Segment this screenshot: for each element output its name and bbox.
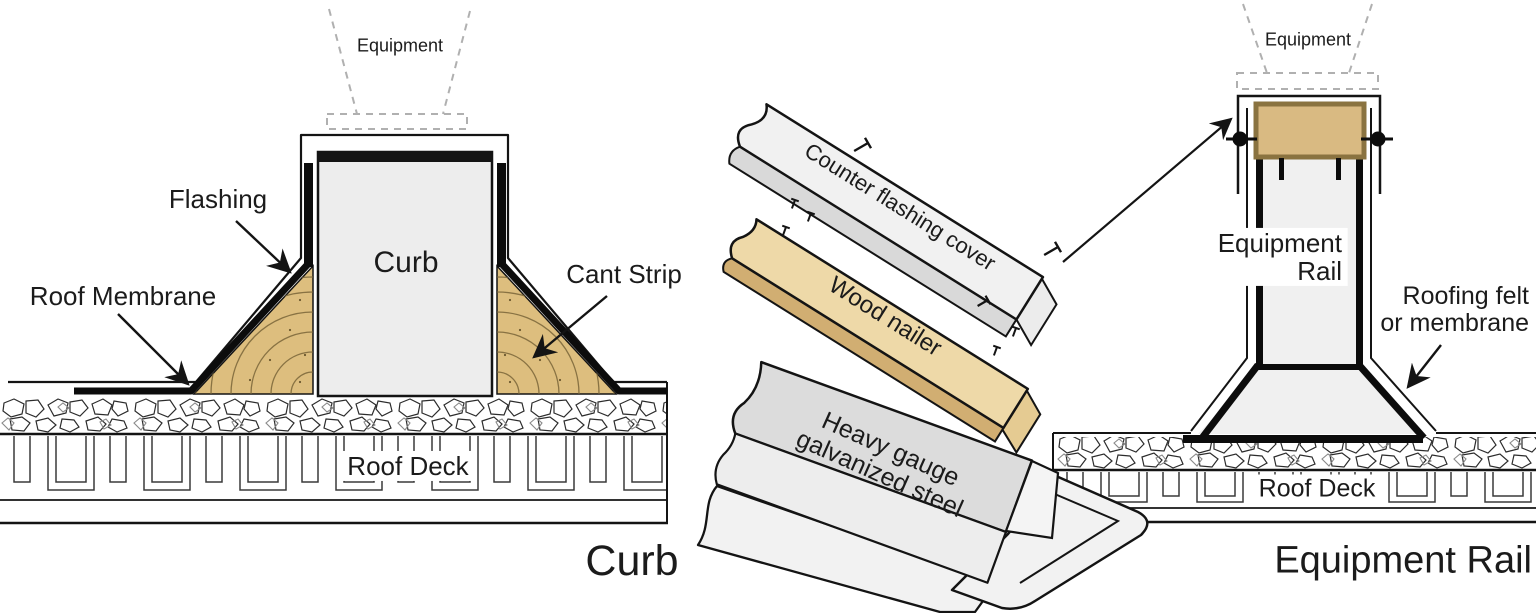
- rail-layers-detail: [696, 103, 1149, 613]
- flashing-label: Flashing: [168, 183, 268, 214]
- flashing-membrane-left: [74, 163, 667, 395]
- heavy-gauge-steel: [696, 360, 1149, 613]
- curb-diagram-title: Curb: [585, 536, 679, 585]
- equipment-label-right: Equipment: [1264, 29, 1352, 50]
- wood-nailer-bar: [722, 218, 1042, 455]
- curb-label: Curb: [373, 245, 439, 279]
- curb-diagram: [0, 8, 668, 525]
- roofing-felt-label-line2: or membrane: [1380, 309, 1529, 337]
- roof-deck-label-right: Roof Deck: [1252, 474, 1382, 504]
- rail-wood-nailer: [1253, 101, 1367, 160]
- roof-deck-label-left: Roof Deck: [341, 450, 475, 482]
- equipment-rail-label: Equipment Rail: [1211, 227, 1348, 287]
- counter-flashing-cover-bar: [728, 103, 1058, 348]
- equipment-rail-label-line1: Equipment: [1217, 227, 1342, 258]
- roof-membrane-label: Roof Membrane: [29, 280, 217, 311]
- equipment-rail-structure: [1183, 94, 1437, 443]
- equipment-dashed-outline-right: [1236, 3, 1379, 90]
- equipment-dashed-outline-left: [326, 8, 471, 130]
- cant-strip-label: Cant Strip: [566, 258, 682, 289]
- gravel-layer-left: [0, 397, 668, 433]
- roof-deck-left: [0, 382, 668, 525]
- curb-body: [316, 150, 494, 398]
- rail-bolts: [1226, 131, 1393, 180]
- roofing-felt-label-line1: Roofing felt: [1402, 282, 1529, 310]
- fastener-marks: [781, 137, 1063, 356]
- rail-label-arrows: [1062, 117, 1442, 389]
- equipment-rail-diagram-title: Equipment Rail: [1274, 539, 1532, 582]
- curb-label-arrows: [117, 220, 608, 386]
- equipment-label-left: Equipment: [356, 35, 444, 56]
- roofing-felt-label: Roofing felt or membrane: [1380, 283, 1529, 337]
- equipment-rail-label-line2: Rail: [1297, 256, 1342, 286]
